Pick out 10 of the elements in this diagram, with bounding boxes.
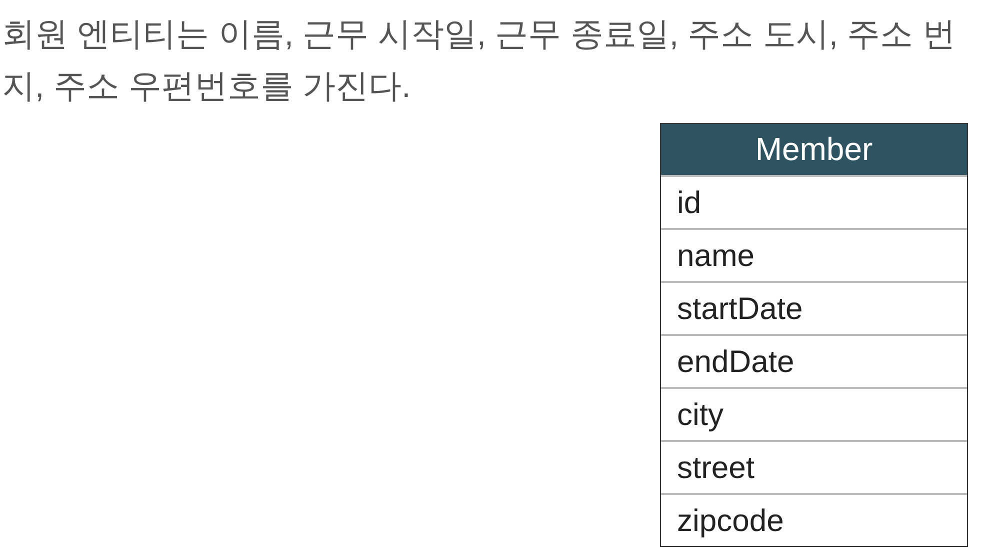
- description-text: 회원 엔티티는 이름, 근무 시작일, 근무 종료일, 주소 도시, 주소 번지, 주소 우편번호를 가진다.: [2, 14, 956, 106]
- attribute-name: zipcode: [661, 493, 967, 546]
- attribute-name: startDate: [661, 281, 967, 334]
- attribute-name: name: [661, 228, 967, 281]
- attribute-name: city: [661, 387, 967, 440]
- attribute-name: endDate: [661, 334, 967, 387]
- attribute-name: id: [661, 175, 967, 228]
- entity-table: [660, 123, 968, 547]
- attribute-name: street: [661, 440, 967, 493]
- entity-name: Member: [661, 124, 967, 175]
